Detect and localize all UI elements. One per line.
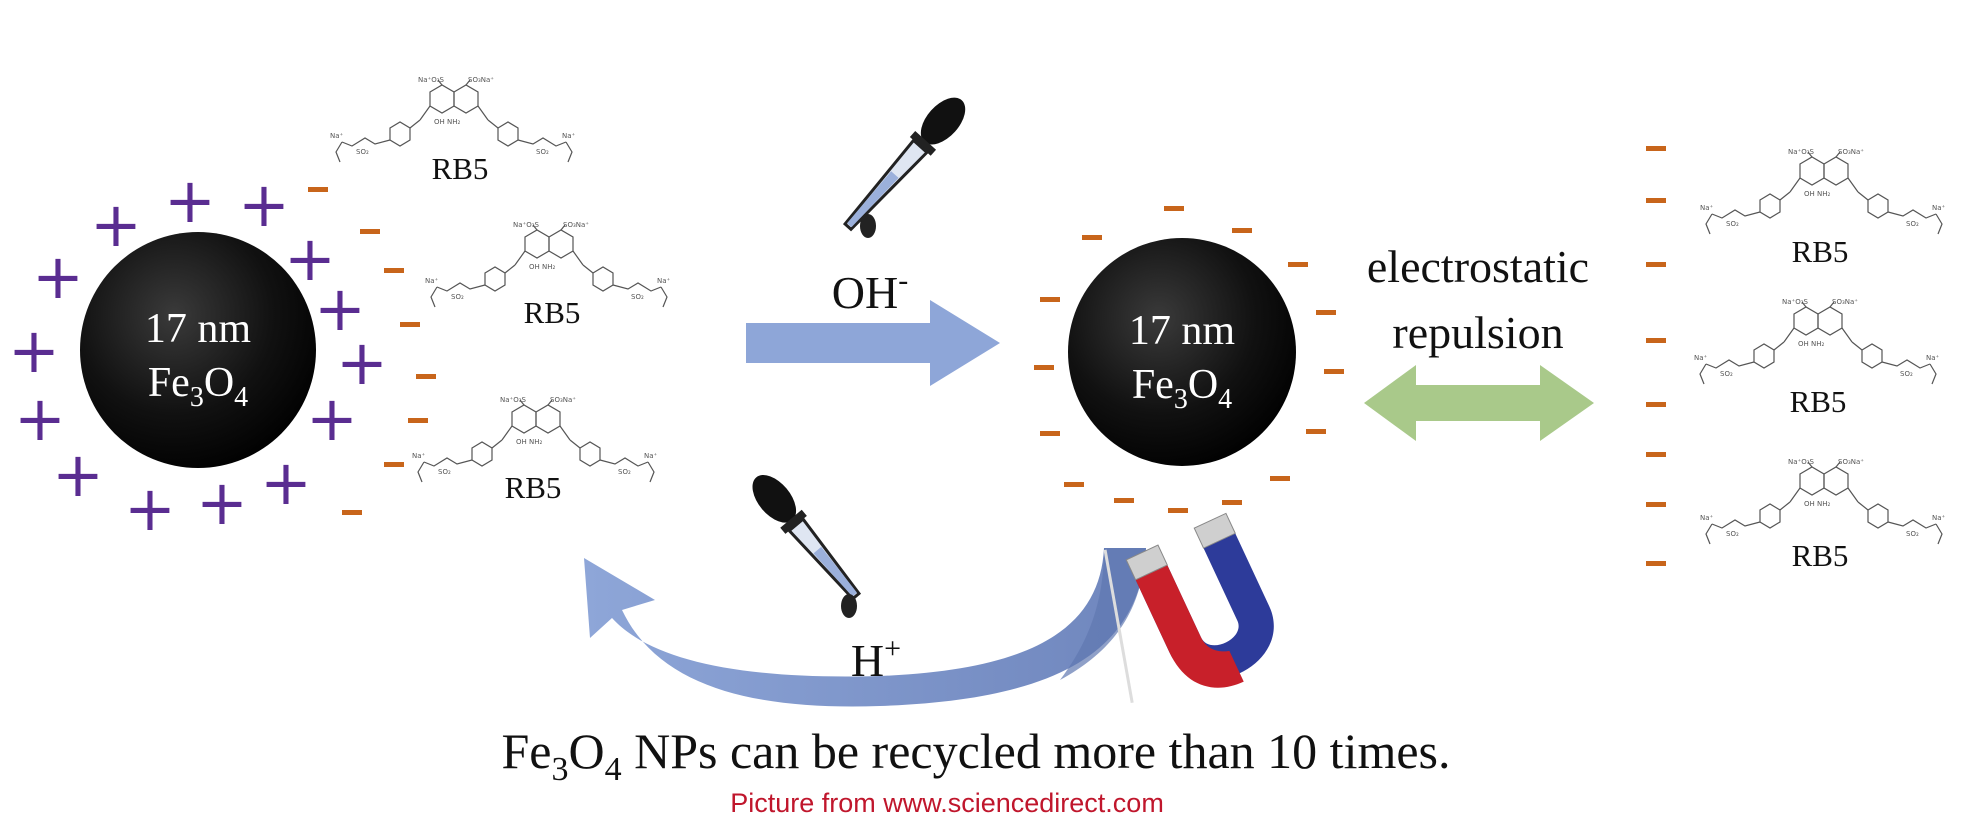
minus-charge <box>1646 402 1666 407</box>
dye-label: RB5 <box>432 151 489 186</box>
magnet-icon <box>1103 512 1274 704</box>
minus-charge <box>1646 561 1666 566</box>
minus-charge <box>408 418 428 423</box>
right-dye-negative-charges <box>1646 146 1666 566</box>
plus-charge: + <box>52 438 104 511</box>
minus-charge <box>1114 498 1134 503</box>
right-nanoparticle: 17 nm Fe3O4 <box>1068 238 1296 466</box>
plus-charge: + <box>284 222 336 295</box>
minus-charge <box>342 510 362 515</box>
plus-charge: + <box>196 466 248 539</box>
plus-charge: + <box>238 168 290 241</box>
minus-charge <box>1064 482 1084 487</box>
minus-charge <box>1324 369 1344 374</box>
repulsion-label-line1: electrostatic <box>1367 241 1589 292</box>
minus-charge <box>360 229 380 234</box>
minus-charge <box>1164 206 1184 211</box>
minus-charge <box>1646 146 1666 151</box>
minus-charge <box>1270 476 1290 481</box>
left-dye-molecules: RB5 RB5 RB5 <box>329 75 672 505</box>
plus-charge: + <box>314 272 366 345</box>
dye-label: RB5 <box>1792 538 1849 573</box>
plus-charge: + <box>8 314 60 387</box>
minus-charge <box>1646 338 1666 343</box>
dye-label: RB5 <box>524 295 581 330</box>
minus-charge <box>308 187 328 192</box>
positive-charges: + + + + + + + + + + + + + + <box>8 164 388 545</box>
dye-structure <box>1693 297 1941 385</box>
minus-charge <box>1040 431 1060 436</box>
minus-charge <box>1168 508 1188 513</box>
plus-charge: + <box>306 382 358 455</box>
minus-charge <box>1082 235 1102 240</box>
recycle-arrow <box>584 548 1146 707</box>
plus-charge: + <box>124 472 176 545</box>
minus-charge <box>1646 502 1666 507</box>
dye-structure <box>1699 457 1947 545</box>
plus-charge: + <box>32 240 84 313</box>
minus-charge <box>1646 198 1666 203</box>
base-label: OH- <box>832 264 908 318</box>
minus-charge <box>1222 500 1242 505</box>
plus-charge: + <box>164 164 216 237</box>
droplet <box>841 594 857 618</box>
plus-charge: + <box>260 446 312 519</box>
minus-charge <box>1316 310 1336 315</box>
minus-charge <box>1646 452 1666 457</box>
left-particle-size: 17 nm <box>145 306 252 352</box>
minus-charge <box>1288 262 1308 267</box>
minus-charge <box>416 374 436 379</box>
caption: Fe3O4 NPs can be recycled more than 10 t… <box>501 723 1450 788</box>
dropper-icon <box>842 97 966 232</box>
forward-arrow <box>746 300 1000 386</box>
repulsion-double-arrow <box>1364 365 1594 441</box>
plus-charge: + <box>336 326 388 399</box>
minus-charge <box>1034 365 1054 370</box>
droplet <box>860 214 876 238</box>
dye-label: RB5 <box>1792 234 1849 269</box>
minus-charge <box>400 322 420 327</box>
plus-charge: + <box>14 382 66 455</box>
left-nanoparticle: 17 nm Fe3O4 <box>80 232 316 468</box>
source-credit: Picture from www.sciencedirect.com <box>730 788 1164 818</box>
dye-structure <box>329 75 577 163</box>
minus-charge <box>384 268 404 273</box>
left-particle-material: Fe3O4 <box>148 360 248 413</box>
dropper-icon <box>752 475 862 601</box>
right-particle-sphere <box>1068 238 1296 466</box>
left-particle-sphere <box>80 232 316 468</box>
left-dye-negative-charges <box>308 187 436 515</box>
plus-charge: + <box>90 188 142 261</box>
minus-charge <box>1646 262 1666 267</box>
dye-label: RB5 <box>505 470 562 505</box>
minus-charge <box>1306 429 1326 434</box>
repulsion-label-line2: repulsion <box>1392 307 1563 358</box>
right-particle-material: Fe3O4 <box>1132 362 1232 415</box>
right-dye-molecules: RB5 RB5 RB5 <box>1693 147 1947 573</box>
minus-charge <box>384 462 404 467</box>
minus-charge <box>1040 297 1060 302</box>
right-particle-size: 17 nm <box>1129 308 1236 354</box>
dye-structure <box>1699 147 1947 235</box>
minus-charge <box>1232 228 1252 233</box>
dye-label: RB5 <box>1790 384 1847 419</box>
right-particle-negative-charges <box>1034 206 1344 513</box>
